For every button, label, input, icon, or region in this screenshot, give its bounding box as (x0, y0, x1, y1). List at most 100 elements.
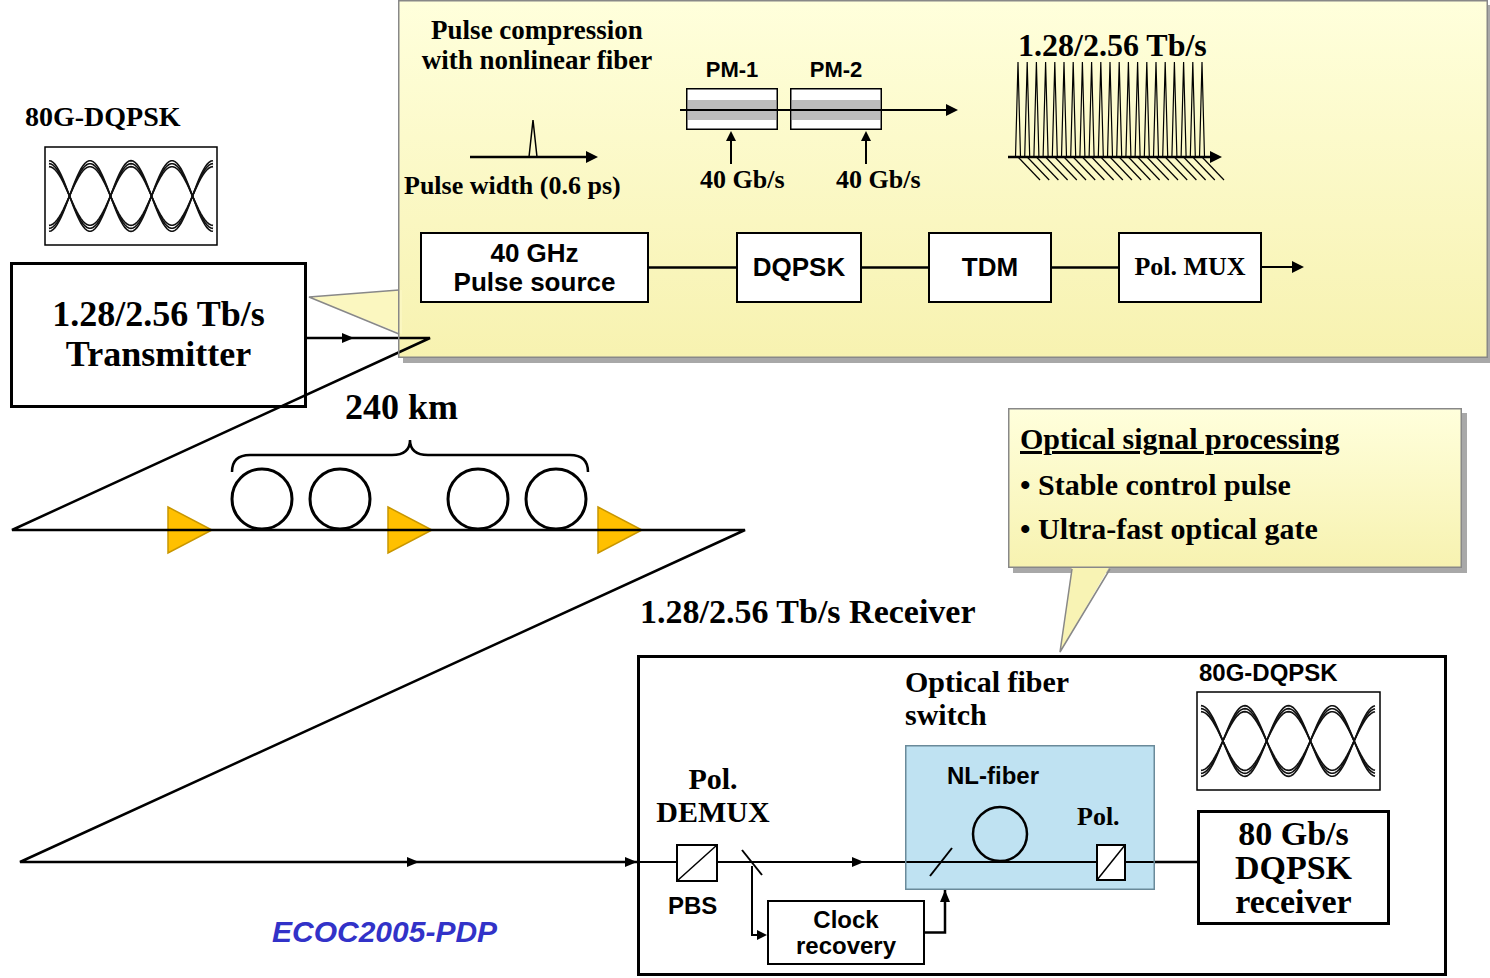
callout-tail (309, 290, 399, 334)
pulse (1080, 62, 1085, 157)
pulse (1154, 62, 1159, 157)
process-box: Clock recovery (767, 900, 925, 965)
pulse (1144, 62, 1149, 157)
output-arrow (1292, 261, 1304, 273)
pulse (1071, 62, 1076, 157)
node-fill (767, 900, 925, 965)
pulse (1055, 157, 1077, 180)
callout-panel: Optical signal processing• Stable contro… (1008, 408, 1462, 568)
receiver-box: 80G-DQPSK80 Gb/s DQPSK receiver (1197, 810, 1390, 925)
span-length: 240 km (345, 388, 505, 428)
output-arrow (1262, 261, 1304, 273)
receiver-optics (930, 848, 952, 876)
receiver-optics (752, 866, 760, 935)
fiber-span (310, 469, 370, 529)
eye-trace (49, 164, 213, 229)
node-fill (905, 745, 1155, 890)
pulse (1062, 62, 1067, 157)
process-box: DQPSK (736, 232, 862, 303)
pulse (1174, 157, 1196, 180)
transmitter-box: 80G-DQPSK1.28/2.56 Tb/s Transmitter (10, 262, 307, 408)
eye-trace (1201, 706, 1375, 777)
process-box: 40 GHz Pulse source (420, 232, 649, 303)
node-text: Pulse width (0.6 ps) (404, 172, 679, 201)
pulse (1110, 157, 1132, 180)
pulse-compression-sketch (586, 151, 598, 163)
pulse (1126, 62, 1131, 157)
callout-panel: Pulse compression with nonlinear fiberPu… (398, 0, 1488, 358)
pulse (1016, 62, 1021, 157)
eye-frame (45, 147, 217, 245)
pulse (1052, 62, 1057, 157)
fiber-span (232, 469, 292, 529)
eye-trace (49, 161, 213, 232)
node-fill (398, 0, 1488, 358)
pulse (1046, 157, 1068, 180)
pulse (1193, 157, 1215, 180)
pulse (1018, 157, 1040, 180)
pulse (1101, 157, 1123, 180)
callout-tail (1060, 566, 1110, 652)
pulse (1165, 157, 1187, 180)
connector (649, 266, 736, 269)
pulse (1098, 62, 1103, 157)
pulse (1138, 157, 1160, 180)
pulse (1202, 157, 1224, 180)
phase-modulator-sketch (680, 100, 958, 164)
node-text: 80 Gb/s DQPSK receiver (1200, 817, 1387, 919)
phase-modulator-sketch (865, 138, 867, 164)
node-title: 80G-DQPSK (25, 102, 225, 133)
modulator-box: PM-2 (790, 88, 882, 130)
pulse-compression-sketch (470, 120, 598, 163)
connector (1052, 266, 1118, 269)
eye-trace (1201, 709, 1375, 774)
pulse (1092, 157, 1114, 180)
phase-modulator-sketch (726, 131, 736, 141)
node-text: Pol. (1077, 803, 1147, 832)
modulator-box: PM-1 (686, 88, 778, 130)
pulse (1064, 157, 1086, 180)
part-name: PBS (668, 893, 738, 919)
pulse-compression-sketch (529, 120, 537, 157)
eye-trace (1201, 709, 1375, 774)
output-arrow (1262, 266, 1296, 268)
pulse (1034, 62, 1039, 157)
node-title: Pol. MUX (1122, 253, 1258, 282)
pulse (1156, 157, 1178, 180)
conference-tag: ECOC2005-PDP (272, 915, 572, 948)
node-fill (420, 232, 649, 303)
node-text: • Stable control pulse (1020, 468, 1450, 501)
fiber-span (232, 333, 588, 867)
node-title: DQPSK (740, 253, 858, 282)
pulse (1027, 157, 1049, 180)
rate-label: 40 Gb/s (836, 166, 951, 195)
node-title: 1.28/2.56 Tb/s Receiver (640, 593, 1140, 630)
phase-modulator-sketch (730, 138, 732, 164)
connector (925, 890, 945, 933)
eye-frame (1197, 692, 1380, 790)
pulse (1181, 62, 1186, 157)
receiver-optics (852, 857, 864, 867)
phase-modulator-sketch (861, 131, 871, 141)
eye-trace (49, 164, 213, 229)
callout-tail (1060, 569, 1110, 652)
pulse (1089, 62, 1094, 157)
node-title: PM-2 (770, 58, 902, 82)
node-fill (928, 232, 1052, 303)
pulse (1119, 157, 1141, 180)
pulse (1108, 62, 1113, 157)
node-fill (736, 232, 862, 303)
eye-trace (49, 167, 213, 226)
phase-modulator-sketch (680, 109, 950, 111)
connector (1155, 861, 1197, 864)
receiver-optics (677, 845, 717, 881)
fiber-span (232, 440, 588, 472)
rate-label: 40 Gb/s (700, 166, 815, 195)
pulse-compression-sketch (470, 156, 590, 159)
pulse (1135, 62, 1140, 157)
node-fill (1197, 810, 1390, 925)
pulse (1036, 157, 1058, 180)
pulse (1163, 62, 1168, 157)
